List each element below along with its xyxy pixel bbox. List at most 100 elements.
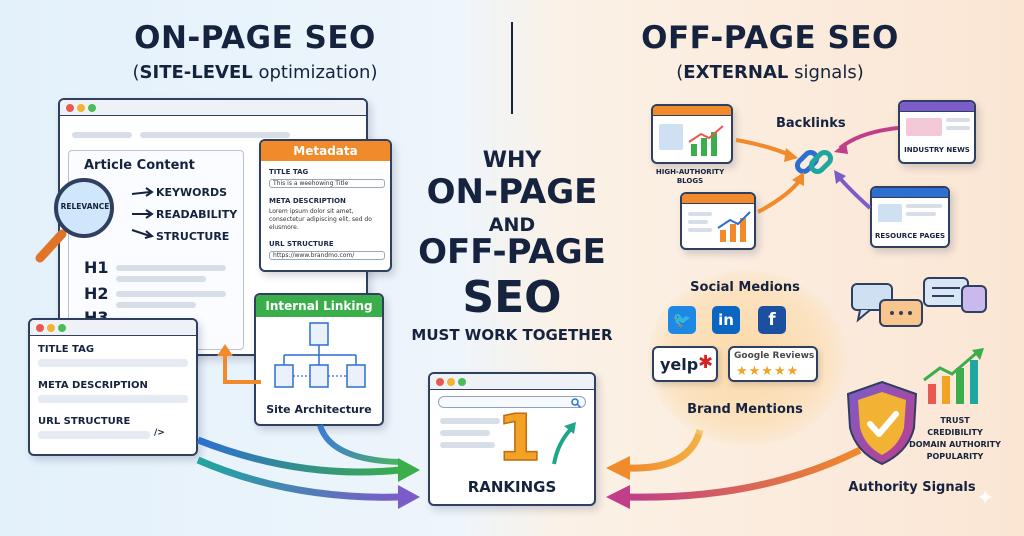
site-tree-icon — [274, 322, 366, 388]
rankings-window-bar — [430, 374, 594, 390]
rank-number: 1 — [496, 401, 542, 477]
center-and: AND — [488, 214, 536, 236]
linkedin-icon: in — [712, 306, 740, 334]
twitter-icon: 🐦 — [668, 306, 696, 334]
heading-h3: H3 — [84, 308, 109, 318]
window-dot-green — [88, 104, 96, 112]
shield-check-icon — [846, 380, 918, 466]
rankings-search-bar — [438, 396, 586, 408]
form-label-url: URL STRUCTURE — [38, 416, 131, 427]
placeholder-line — [688, 212, 712, 216]
form-field-title-tag — [38, 359, 188, 367]
placeholder-line — [906, 118, 942, 136]
growth-chart-icon — [717, 211, 751, 242]
news-window: INDUSTRY NEWS — [898, 100, 976, 164]
window-dot-red — [36, 324, 44, 332]
window-dot-red — [66, 104, 74, 112]
brand-mentions-label: Brand Mentions — [687, 402, 803, 417]
metadata-url-label: URL STRUCTURE — [269, 240, 334, 248]
window-dot-yellow — [47, 324, 55, 332]
placeholder-line — [946, 126, 970, 130]
blog-window-2 — [680, 192, 756, 250]
off-page-title: OFF-PAGE SEO — [641, 20, 899, 56]
rankings-window: 1 RANKINGS — [428, 372, 596, 506]
article-item-structure: STRUCTURE — [156, 230, 230, 243]
blog-window-2-bar — [682, 194, 754, 204]
off-page-subtitle-caps: EXTERNAL — [683, 62, 789, 83]
heading-h2: H2 — [84, 284, 109, 303]
form-label-meta-desc: META DESCRIPTION — [38, 380, 148, 391]
site-architecture-caption: Site Architecture — [266, 403, 372, 416]
backlink-source-resource: RESOURCE PAGES — [874, 232, 946, 240]
backlink-source-blogs: HIGH-AUTHORITY BLOGS — [655, 168, 725, 185]
review-stars: ★★★★★ — [736, 364, 800, 379]
placeholder-line — [688, 228, 712, 232]
off-page-subtitle-rest: signals — [794, 62, 857, 83]
sparkle-icon: ✦ — [976, 486, 995, 511]
internal-linking-header: Internal Linking — [256, 295, 382, 317]
google-reviews-badge: Google Reviews ★★★★★ — [728, 346, 818, 382]
center-on-page: ON-PAGE — [426, 172, 598, 212]
google-reviews-label: Google Reviews — [734, 351, 815, 361]
internal-linking-card: Internal Linking Site Architecture — [254, 293, 384, 426]
social-label: Social Medions — [690, 280, 800, 295]
placeholder-line — [688, 220, 708, 224]
placeholder-line — [116, 302, 196, 308]
authority-signal-domain: DOMAIN AUTHORITY — [909, 440, 1001, 449]
search-icon — [571, 398, 582, 409]
placeholder-line — [440, 418, 500, 424]
placeholder-line — [906, 204, 942, 208]
authority-signal-popularity: POPULARITY — [926, 452, 984, 461]
center-tagline: MUST WORK TOGETHER — [411, 326, 613, 344]
resource-window: RESOURCE PAGES — [870, 186, 950, 248]
form-window-bar — [30, 320, 196, 336]
center-why: WHY — [482, 148, 542, 173]
news-window-bar — [900, 102, 974, 112]
rankings-label: RANKINGS — [467, 478, 557, 496]
form-field-meta-desc — [38, 395, 188, 403]
chain-link-icon — [794, 149, 834, 175]
chat-bubbles-icon — [851, 277, 987, 327]
window-dot-yellow — [447, 378, 455, 386]
center-off-page: OFF-PAGE — [418, 232, 606, 272]
metadata-desc-value: Lorem ipsum dolor sit amet, consectetur … — [269, 208, 372, 231]
blog-window — [651, 104, 733, 164]
on-page-title: ON-PAGE SEO — [134, 20, 376, 56]
placeholder-line — [116, 291, 226, 297]
placeholder-line — [878, 204, 902, 222]
form-label-title-tag: TITLE TAG — [38, 344, 95, 355]
magnifier-icon — [35, 178, 114, 263]
placeholder-line — [140, 132, 290, 138]
article-item-keywords: KEYWORDS — [156, 186, 228, 199]
metadata-header: Metadata — [261, 141, 390, 161]
backlinks-label: Backlinks — [776, 116, 846, 131]
article-heading: Article Content — [84, 158, 195, 173]
placeholder-line — [659, 124, 683, 150]
metadata-title-label: TITLE TAG — [269, 168, 309, 176]
on-page-subtitle-caps: SITE-LEVEL — [139, 62, 253, 83]
metadata-card: Metadata TITLE TAG This is a weehowing T… — [259, 139, 392, 272]
placeholder-line — [946, 118, 970, 122]
center-divider — [511, 22, 513, 114]
form-url-suffix: /> — [154, 428, 165, 438]
window-dot-yellow — [77, 104, 85, 112]
metadata-desc-label: META DESCRIPTION — [269, 197, 346, 205]
authority-signal-trust: TRUST — [940, 416, 970, 425]
growth-chart-icon — [688, 125, 724, 156]
heading-h1: H1 — [84, 258, 109, 277]
authority-signals-label: Authority Signals — [848, 480, 976, 495]
placeholder-line — [440, 430, 490, 436]
on-page-subtitle-rest: optimization — [258, 62, 371, 83]
placeholder-line — [440, 442, 495, 448]
placeholder-line — [72, 132, 132, 138]
metadata-url-field: https://www.brandmo.com/ — [269, 251, 385, 260]
window-dot-red — [436, 378, 444, 386]
authority-signal-credibility: CREDIBILITY — [927, 428, 983, 437]
article-item-readability: READABILITY — [156, 208, 238, 221]
rank-up-arrow — [552, 422, 576, 465]
placeholder-line — [116, 276, 206, 282]
placeholder-line — [906, 212, 936, 216]
article-window-bar — [60, 100, 366, 116]
